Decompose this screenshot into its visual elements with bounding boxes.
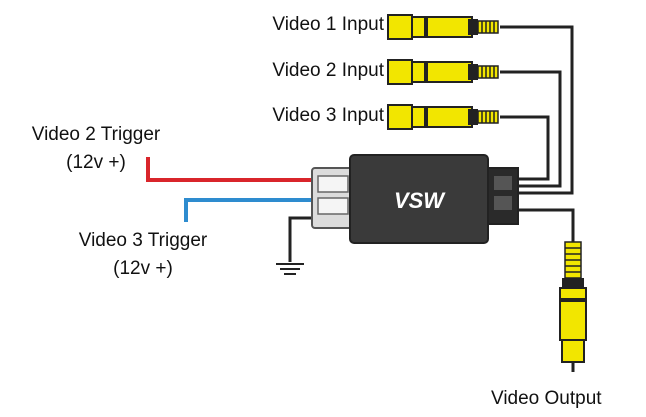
video3-input-label: Video 3 Input [272, 105, 384, 126]
video2-input-label: Video 2 Input [272, 60, 384, 81]
video-output-wire [515, 208, 575, 242]
video2-trigger-title: Video 2 Trigger [31, 124, 161, 145]
video2-trigger-spec: (12v +) [66, 152, 126, 173]
video1-input-label: Video 1 Input [272, 14, 384, 35]
video3-trigger-wire [184, 198, 330, 222]
video-output-label: Video Output [491, 388, 602, 409]
video3-trigger-spec: (12v +) [113, 258, 173, 279]
video2-input-wire [500, 70, 562, 188]
video2-rca-plug [387, 59, 499, 85]
video1-input-wire [500, 25, 574, 195]
video3-trigger-title: Video 3 Trigger [78, 230, 208, 251]
video3-input-wire [500, 115, 550, 181]
video-output-rca-plug [559, 241, 587, 372]
video3-rca-plug [387, 104, 499, 130]
video2-trigger-wire [146, 157, 330, 182]
vsw-unit-label: VSW [394, 188, 446, 213]
video1-rca-plug [387, 14, 499, 40]
